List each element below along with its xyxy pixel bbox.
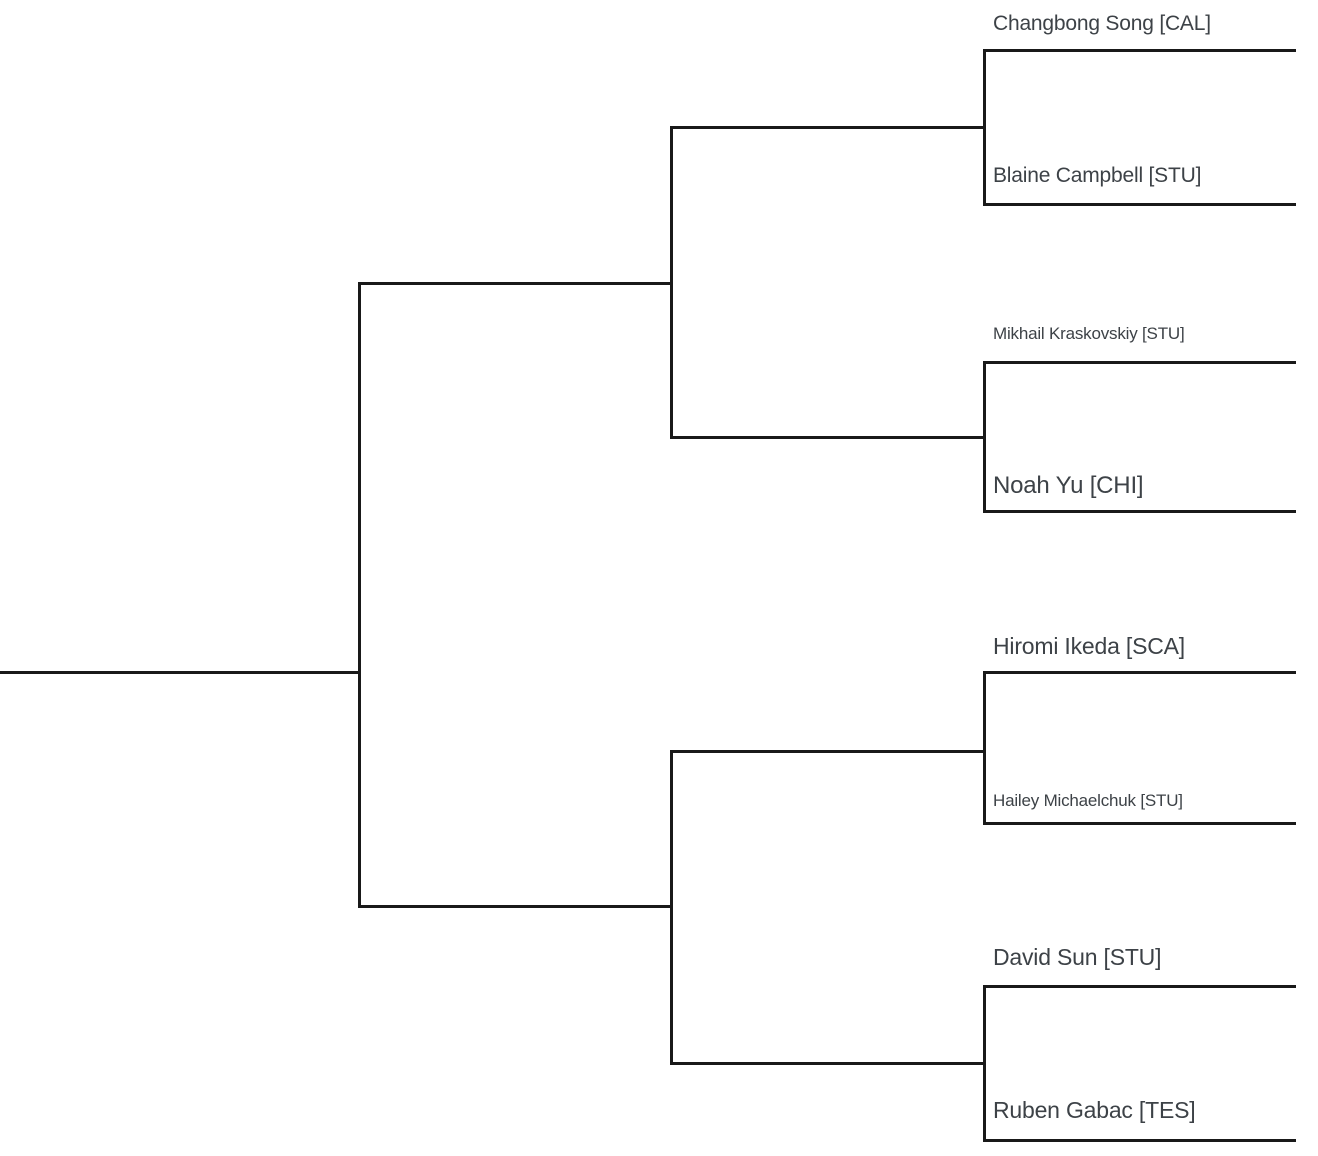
match1-winner-connector — [670, 126, 986, 129]
player-label-mikhail-kraskovskiy: Mikhail Kraskovskiy [STU] — [993, 324, 1185, 343]
match2-bottom-line — [983, 510, 1296, 513]
player-label-hailey-michaelchuk: Hailey Michaelchuk [STU] — [993, 791, 1183, 810]
champion-line — [0, 671, 361, 674]
match4-winner-connector — [670, 1062, 986, 1065]
match2-winner-connector — [670, 436, 986, 439]
player-label-hiromi-ikeda: Hiromi Ikeda [SCA] — [993, 633, 1185, 659]
player-label-changbong-song: Changbong Song [CAL] — [993, 12, 1211, 35]
match3-bottom-line — [983, 822, 1296, 825]
match1-bottom-line — [983, 203, 1296, 206]
match4-top-line — [983, 985, 1296, 988]
player-label-david-sun: David Sun [STU] — [993, 944, 1162, 970]
semifinal1-winner-connector — [358, 282, 673, 285]
final-vertical-line — [358, 282, 361, 908]
match1-top-line — [983, 49, 1296, 52]
player-label-noah-yu: Noah Yu [CHI] — [993, 472, 1144, 499]
player-label-blaine-campbell: Blaine Campbell [STU] — [993, 164, 1202, 187]
match4-bottom-line — [983, 1139, 1296, 1142]
match3-top-line — [983, 671, 1296, 674]
player-label-ruben-gabac: Ruben Gabac [TES] — [993, 1097, 1196, 1123]
match2-top-line — [983, 361, 1296, 364]
semifinal2-winner-connector — [358, 905, 673, 908]
match3-winner-connector — [670, 750, 986, 753]
match3-vertical-line — [983, 671, 986, 825]
